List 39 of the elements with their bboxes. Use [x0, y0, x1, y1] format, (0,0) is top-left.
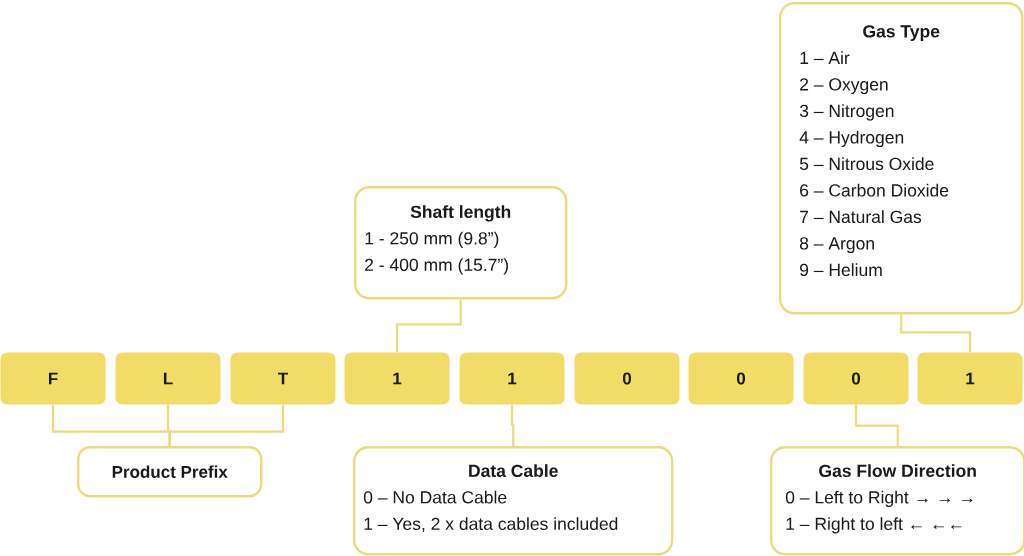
code-box: L [115, 352, 221, 405]
option-text: 1 – Air [800, 51, 850, 64]
code-box: 1 [459, 352, 565, 405]
code-box: F [0, 352, 106, 405]
option-text: 2 - 400 mm (15.7”) [365, 258, 508, 275]
option-text: 1 – Yes, 2 x data cables included [364, 517, 618, 533]
option-text: 1 - 250 mm (9.8”) [365, 231, 499, 248]
leader-line [854, 404, 899, 446]
option-text: 6 – Carbon Dioxide [800, 183, 949, 197]
leader-line [900, 314, 972, 353]
leader-line [168, 404, 285, 446]
option-text: 2 – Oxygen [800, 78, 888, 95]
callout-heading: Data Cable [469, 464, 558, 478]
leader-line [395, 299, 462, 353]
callout-heading: Gas Flow Direction [819, 464, 976, 478]
callout-box [770, 446, 1024, 556]
code-box: 0 [574, 352, 680, 405]
option-text: 0 – Left to Right → → → [785, 490, 973, 507]
option-text: 1 – Right to left ← ←← [786, 517, 962, 534]
callout-box [779, 2, 1024, 315]
code-box: 0 [803, 352, 909, 405]
code-box: 1 [917, 352, 1023, 405]
callout-box [77, 446, 263, 498]
callout-box [354, 186, 568, 300]
option-text: 0 – No Data Cable [363, 490, 507, 504]
option-text: 7 – Natural Gas [800, 210, 922, 224]
option-text: 3 – Nitrogen [799, 104, 894, 121]
option-text: 5 – Nitrous Oxide [799, 157, 934, 171]
callout-heading: Gas Type [863, 25, 940, 42]
callout-heading: Product Prefix [112, 465, 228, 478]
option-text: 4 – Hydrogen [799, 130, 904, 148]
option-text: 8 – Argon [799, 237, 874, 254]
code-box: 1 [344, 352, 450, 405]
callout-heading: Shaft length [410, 205, 511, 222]
callout-box [353, 446, 674, 556]
code-box: T [230, 352, 336, 405]
leader-line [510, 404, 515, 446]
option-text: 9 – Helium [800, 263, 882, 277]
code-box: 0 [688, 352, 794, 405]
